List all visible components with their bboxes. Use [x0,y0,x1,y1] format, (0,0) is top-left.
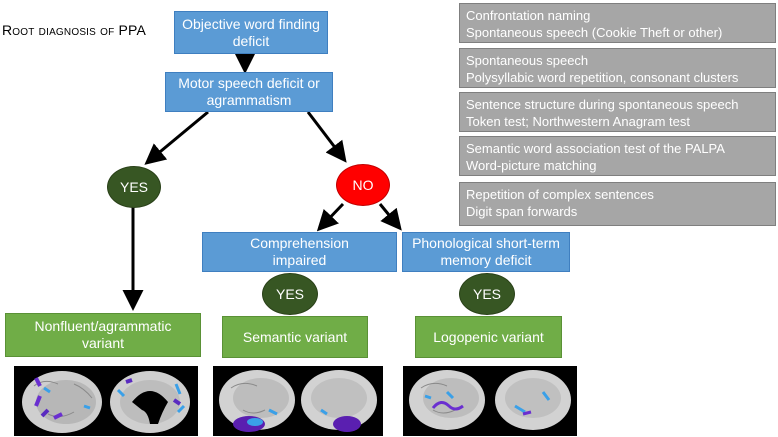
test-box-1: Confrontation naming Spontaneous speech … [459,3,776,43]
test-box-5: Repetition of complex sentences Digit sp… [459,182,776,226]
test-1-line-2: Spontaneous speech (Cookie Theft or othe… [466,25,723,40]
comprehension-line-1: Comprehension [250,235,349,251]
test-2-line-2: Polysyllabic word repetition, consonant … [466,70,739,85]
phonological-box: Phonological short-term memory deficit [402,232,570,272]
phonological-line-2: memory deficit [440,252,532,268]
test-1-line-1: Confrontation naming [466,8,591,23]
test-5-line-2: Digit span forwards [466,204,578,219]
nonfluent-line-1: Nonfluent/agrammatic [34,318,172,334]
no-oval: NO [336,164,390,206]
test-box-2: Spontaneous speech Polysyllabic word rep… [459,48,776,88]
brain-image-logopenic [403,366,577,436]
test-4-line-1: Semantic word association test of the PA… [466,141,725,156]
yes-semantic-oval: YES [262,273,318,315]
test-2-line-1: Spontaneous speech [466,53,589,68]
test-3-line-2: Token test; Northwestern Anagram test [466,114,690,129]
brain-scan-nonfluent-graphic [22,371,190,433]
motor-line-1: Motor speech deficit or [178,75,320,91]
motor-speech-box: Motor speech deficit or agrammatism [165,72,333,112]
objective-line-2: deficit [232,32,270,49]
test-4-line-2: Word-picture matching [466,158,597,173]
nonfluent-line-2: variant [81,335,125,351]
test-3-line-1: Sentence structure during spontaneous sp… [466,97,739,112]
arrow-to-phonological [378,203,402,231]
test-box-4: Semantic word association test of the PA… [459,136,776,176]
objective-line-1: Objective word finding [182,15,320,32]
yes-logopenic-oval: YES [459,273,515,315]
nonfluent-variant-box: Nonfluent/agrammatic variant [5,313,201,357]
test-box-3: Sentence structure during spontaneous sp… [459,92,776,132]
phonological-line-1: Phonological short-term [412,235,560,251]
objective-word-finding-box: Objective word finding deficit [174,11,328,54]
semantic-variant-box: Semantic variant [222,316,368,358]
comprehension-box: Comprehension impaired [202,232,397,272]
logopenic-variant-box: Logopenic variant [415,316,562,358]
motor-line-2: agrammatism [206,92,292,108]
brain-image-semantic [213,366,383,436]
test-5-line-1: Repetition of complex sentences [466,187,654,202]
arrow-to-yes-left [144,110,209,165]
brain-scan-semantic-graphic [219,370,377,432]
arrow-to-comprehension [316,202,345,232]
comprehension-line-2: impaired [272,252,327,268]
yes-left-oval: YES [107,166,161,208]
diagram-title: Root diagnosis of PPA [2,22,147,38]
brain-image-nonfluent [14,366,198,436]
arrow-to-no [306,111,347,163]
brain-scan-logopenic-graphic [409,370,571,430]
